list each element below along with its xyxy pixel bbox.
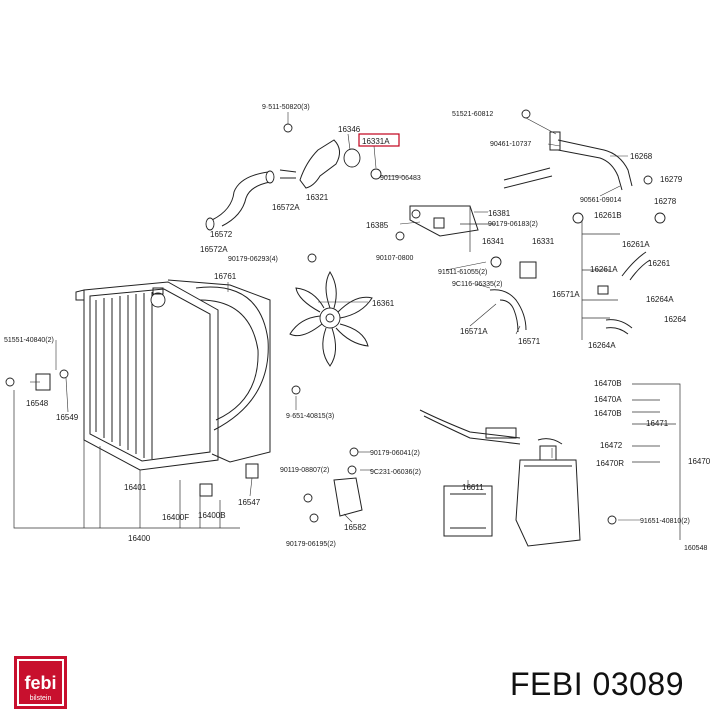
part-label: 51521-60812 [452,111,493,118]
part-label: 16470A [594,395,622,404]
part-label: 160548 [684,545,707,552]
part-label: 16400 [128,534,151,543]
part-label: 90107-0800 [376,255,413,262]
part-label: 16470B [594,379,622,388]
coolant-reservoir [419,409,581,547]
part-label: 16261B [594,211,622,220]
part-label: 16611 [462,483,484,492]
part-label: 91511-61055(2) [438,269,487,276]
part-label: 16264A [646,295,674,304]
part-label: 9C231-06036(2) [370,469,421,476]
part-label: 16346 [338,125,361,134]
part-label: 16571A [552,290,580,299]
logo-subtext: bilstein [30,695,52,702]
logo-text: febi [24,673,56,693]
part-label: 90119-08807(2) [280,467,329,474]
leader-lines [30,112,640,523]
part-label: 90561-09014 [580,197,621,204]
part-label: 16381 [488,209,511,218]
part-label: 16331 [532,237,555,246]
part-label: 16261A [622,240,650,249]
water-bypass-pipe [503,131,653,191]
part-label: 16268 [630,152,653,161]
part-label: 16548 [26,399,49,408]
part-label: 91651-40810(2) [640,518,690,525]
hoses-right [489,212,666,335]
part-label: 16321 [306,193,329,202]
part-label: 90179-06041(2) [370,450,420,457]
bracket-assembly [409,205,479,237]
part-label: 16470 [688,457,711,466]
drain-parts [5,109,617,525]
product-code: FEBI 03089 [510,666,684,702]
part-label: 16761 [214,272,237,281]
part-label: 51551-40840(2) [4,337,54,344]
part-label: 16264 [664,315,687,324]
part-label: 90179-06183(2) [488,221,538,228]
part-label: 16385 [366,221,389,230]
part-label: 16572 [210,230,233,239]
fan [289,271,373,367]
fan-shroud [167,279,271,463]
part-label: 16261 [648,259,671,268]
part-label: 16470B [594,409,622,418]
part-label: 16472 [600,441,623,450]
part-label: 16278 [654,197,677,206]
part-label: 16261A [590,265,618,274]
part-label: 16471 [646,419,669,428]
part-label: 16582 [344,523,367,532]
part-label: 16572A [272,203,300,212]
part-labels: 9·511-50820(3) 16346 16331A 51521-60812 … [4,104,711,552]
upper-hose [205,170,275,231]
part-label: 16470R [596,459,624,468]
water-outlet [279,139,382,189]
part-label: 16341 [482,237,505,246]
part-label: 16401 [124,483,147,492]
part-label: 90179-06195(2) [286,541,336,548]
part-label: 16549 [56,413,79,422]
part-label: 16361 [372,299,395,308]
part-label: 16264A [588,341,616,350]
part-label: 16547 [238,498,261,507]
part-label-highlighted: 16331A [362,137,390,146]
part-label: 16571 [518,337,541,346]
part-label: 90461-10737 [490,141,531,148]
part-label: 16571A [460,327,488,336]
part-label: 9C116-06335(2) [452,281,502,288]
febi-logo: febi bilstein [14,656,67,709]
group-brackets [13,206,681,540]
part-label: 16400F [162,513,189,522]
part-label: 9·651-40815(3) [286,413,334,420]
part-label: 16572A [200,245,228,254]
part-label: 16400B [198,511,226,520]
radiator [75,281,219,471]
part-label: 90179-06293(4) [228,256,278,263]
part-label: 16279 [660,175,683,184]
highlighted-part-box [358,133,400,147]
part-label: 90119-06483 [380,175,421,182]
part-label: 9·511-50820(3) [262,104,310,111]
